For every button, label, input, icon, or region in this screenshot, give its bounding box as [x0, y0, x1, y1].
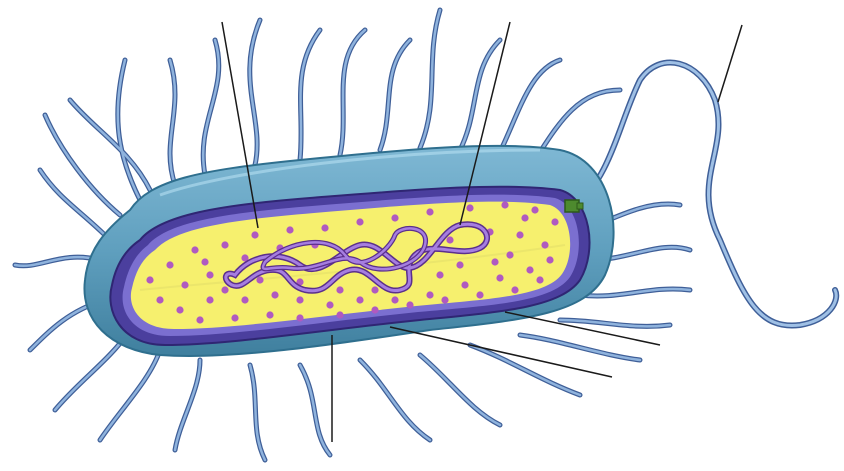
ribosome-dot: [546, 256, 553, 263]
ribosome-dot: [511, 286, 518, 293]
flagellum: [575, 63, 836, 326]
ribosome-dot: [321, 224, 328, 231]
ribosome-dot: [146, 276, 153, 283]
ribosome-dot: [201, 258, 208, 265]
ribosome-dot: [231, 314, 238, 321]
ribosome-dot: [456, 261, 463, 268]
leader-line-cell-wall: [390, 327, 612, 377]
ribosome-dot: [476, 291, 483, 298]
ribosome-dot: [296, 296, 303, 303]
ribosome-dot: [206, 271, 213, 278]
ribosome-dot: [286, 226, 293, 233]
ribosome-dot: [551, 218, 558, 225]
ribosome-dot: [356, 296, 363, 303]
ribosome-dot: [251, 231, 258, 238]
ribosome-dot: [371, 306, 378, 313]
ribosome-dot: [181, 281, 188, 288]
ribosome-dot: [266, 311, 273, 318]
ribosome-dot: [501, 201, 508, 208]
ribosome-dot: [271, 291, 278, 298]
ribosome-dot: [536, 276, 543, 283]
ribosome-dot: [371, 286, 378, 293]
ribosome-dot: [191, 246, 198, 253]
ribosome-dot: [466, 204, 473, 211]
ribosome-dot: [391, 214, 398, 221]
ribosome-dot: [156, 296, 163, 303]
ribosome-dot: [166, 261, 173, 268]
ribosome-dot: [491, 258, 498, 265]
ribosome-dot: [521, 214, 528, 221]
ribosome-dot: [436, 271, 443, 278]
ribosome-dot: [326, 301, 333, 308]
ribosome-dot: [196, 316, 203, 323]
ribosome-dot: [516, 231, 523, 238]
ribosome-dot: [506, 251, 513, 258]
ribosome-dot: [496, 274, 503, 281]
ribosome-dot: [176, 306, 183, 313]
ribosome-dot: [426, 291, 433, 298]
ribosome-dot: [461, 281, 468, 288]
ribosome-dot: [356, 218, 363, 225]
ribosome-dot: [241, 296, 248, 303]
ribosome-dot: [221, 241, 228, 248]
ribosome-dot: [526, 266, 533, 273]
ribosome-dot: [541, 241, 548, 248]
ribosome-dot: [296, 314, 303, 321]
ribosome-dot: [221, 286, 228, 293]
ribosome-dot: [336, 311, 343, 318]
ribosome-dot: [531, 206, 538, 213]
ribosome-dot: [391, 296, 398, 303]
ribosome-dot: [441, 296, 448, 303]
ribosome-dot: [426, 208, 433, 215]
ribosome-dot: [336, 286, 343, 293]
ribosome-dot: [406, 301, 413, 308]
leader-line-flagellum: [718, 25, 742, 102]
ribosome-dot: [446, 236, 453, 243]
ribosome-dot: [206, 296, 213, 303]
